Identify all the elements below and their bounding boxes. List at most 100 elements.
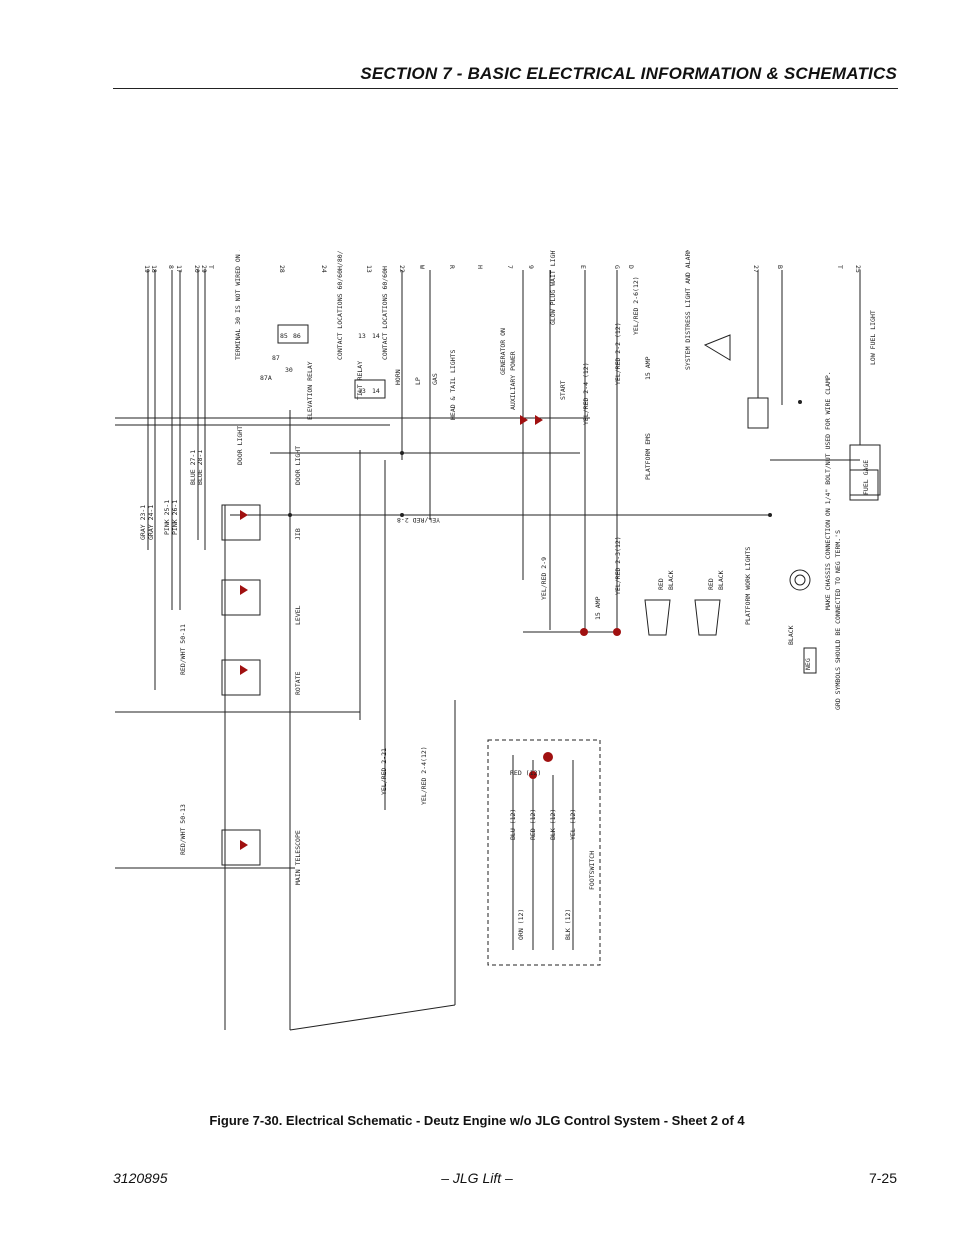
note-text: TERMINAL 30 IS NOT WIRED ON ARTICULATED … xyxy=(234,250,242,360)
footswitch-wire-label: ORN (12) xyxy=(517,909,525,940)
section-title: SECTION 7 - BASIC ELECTRICAL INFORMATION… xyxy=(360,64,897,83)
wire-label: YEL/RED 2-6(12) xyxy=(632,276,640,335)
function-label: 15 AMP xyxy=(644,356,652,380)
connector-label: 28 xyxy=(278,265,286,273)
footswitch-wire-label: RED (12) xyxy=(529,809,537,840)
wire-label: YEL/RED 2-9 xyxy=(540,557,548,600)
function-label: LP xyxy=(414,377,422,385)
wire-label: GRAY 24-1 xyxy=(147,505,155,540)
function-label: FOOTSWITCH xyxy=(588,851,596,890)
footswitch-wire-labels: BLU (12) RED (12) BLK (12) YEL (12) ORN … xyxy=(509,769,577,940)
function-labels: JIB LEVEL ROTATE MAIN TELESCOPE FOOTSWIT… xyxy=(236,250,877,890)
connector-label: 20 xyxy=(193,265,201,273)
footswitch-wire-label: YEL (12) xyxy=(569,809,577,840)
note-text: GRD SYMBOLS SHOULD BE CONNECTED TO NEG T… xyxy=(834,530,842,710)
note-text: RED xyxy=(707,578,715,590)
terminal-label: 13 xyxy=(358,332,366,340)
connector-label: 19 xyxy=(143,265,151,273)
note-text: CONTACT LOCATIONS 60/60H xyxy=(381,266,389,360)
header-divider xyxy=(113,88,898,89)
wire-label: YEL/RED 2-4 (12) xyxy=(582,362,590,425)
function-label: FUEL GAGE xyxy=(862,460,870,495)
note-text: MAKE CHASSIS CONNECTION ON 1/4" BOLT/NUT… xyxy=(824,371,832,610)
wire-label: PINK 26-1 xyxy=(171,500,179,535)
note-text: NEG xyxy=(804,658,812,670)
wire-label: BLUE 28-1 xyxy=(196,450,204,485)
function-label: LEVEL xyxy=(294,605,302,625)
function-label: SYSTEM DISTRESS LIGHT AND ALARM xyxy=(684,250,692,370)
connector-label: H xyxy=(476,265,484,269)
note-text: BLACK xyxy=(787,625,795,645)
terminal-label: 30 xyxy=(285,366,293,374)
wire-label: GRAY 23-1 xyxy=(139,505,147,540)
connector-label: T xyxy=(836,265,844,269)
function-label: ROTATE xyxy=(294,671,302,695)
note-text: CONTACT LOCATIONS 60/60H/80/80H xyxy=(336,250,344,360)
wire-label: YEL/RED 2-3(12) xyxy=(614,536,622,595)
note-text: BLACK xyxy=(717,570,725,590)
wire-label: YEL/RED 2-21 xyxy=(380,748,388,795)
connector-label: 17 xyxy=(175,265,183,273)
footer-brand: – JLG Lift – xyxy=(441,1170,513,1186)
function-label: HORN xyxy=(394,369,402,385)
connector-label: B xyxy=(776,265,784,269)
wire-label: YEL/RED 2-4(12) xyxy=(420,746,428,805)
function-label: GENERATOR ON xyxy=(499,328,507,375)
connector-label: 8 xyxy=(167,265,175,269)
connector-label: R xyxy=(448,265,456,269)
function-label: LOW FUEL LIGHT xyxy=(869,310,877,365)
terminal-label: 14 xyxy=(372,332,380,340)
electrical-schematic: 19 18 8 17 20 29 T 28 24 13 22 W R H 7 9… xyxy=(115,250,881,1031)
terminal-label: 85 xyxy=(280,332,288,340)
connector-label: 29 xyxy=(200,265,208,273)
footswitch-wire-label: BLU (12) xyxy=(509,809,517,840)
function-label: JIB xyxy=(294,528,302,540)
wire-label: BLUE 27-1 xyxy=(189,450,197,485)
figure-caption: Figure 7-30. Electrical Schematic - Deut… xyxy=(209,1113,745,1128)
doc-number: 3120895 xyxy=(113,1170,168,1186)
terminal-label: 87 xyxy=(272,354,280,362)
connector-label: T xyxy=(207,265,215,269)
connector-label: 22 xyxy=(398,265,406,273)
connector-label: 7 xyxy=(506,265,514,269)
note-text: RED xyxy=(657,578,665,590)
footswitch-wire-label: BLK (12) xyxy=(564,909,572,940)
function-label: GLOW PLUG WAIT LIGHT xyxy=(549,250,557,325)
connector-label: W xyxy=(418,265,426,269)
footswitch-wire-label: RED (12) xyxy=(510,769,541,777)
terminal-label: 87A xyxy=(260,374,272,382)
connector-label: 13 xyxy=(365,265,373,273)
wire-label: YEL/RED 2-2 (12) xyxy=(614,322,622,385)
terminal-label: 13 xyxy=(358,387,366,395)
function-label: MAIN TELESCOPE xyxy=(294,830,302,885)
connector-label: 18 xyxy=(150,265,158,273)
wire-label: YEL/RED 2-8 xyxy=(397,516,440,524)
schematic-notes: TERMINAL 30 IS NOT WIRED ON ARTICULATED … xyxy=(234,250,842,710)
connector-label: 27 xyxy=(752,265,760,273)
function-label: ELEVATION RELAY xyxy=(306,361,314,420)
terminal-label: 86 xyxy=(293,332,301,340)
function-label: 15 AMP xyxy=(594,596,602,620)
function-label: HEAD & TAIL LIGHTS xyxy=(449,349,457,420)
connector-labels: 19 18 8 17 20 29 T 28 24 13 22 W R H 7 9… xyxy=(143,265,862,273)
terminal-label: 14 xyxy=(372,387,380,395)
connector-label: G xyxy=(613,265,621,269)
function-label: START xyxy=(559,380,567,400)
wire-label: RED/WHT 50-11 xyxy=(179,624,187,675)
connector-label: D xyxy=(627,265,635,269)
wire-label: RED/WHT 50-13 xyxy=(179,804,187,855)
function-label: PLATFORM WORK LIGHTS xyxy=(744,547,752,625)
function-label: TILT RELAY xyxy=(356,361,364,400)
wire-labels: GRAY 23-1 GRAY 24-1 PINK 25-1 PINK 26-1 … xyxy=(139,276,640,855)
wire-label: PINK 25-1 xyxy=(163,500,171,535)
connector-label: 25 xyxy=(854,265,862,273)
relay-terminal-labels: 85 86 87 87A 30 13 14 13 14 xyxy=(260,332,380,395)
footswitch-wire-label: BLK (12) xyxy=(549,809,557,840)
function-label: PLATFORM EMS xyxy=(644,433,652,480)
page-number: 7-25 xyxy=(868,1170,897,1186)
function-label: DOOR LIGHT xyxy=(236,426,244,465)
function-label: GAS xyxy=(431,373,439,385)
function-label: AUXILIARY POWER xyxy=(509,351,517,410)
function-label: DOOR LIGHT xyxy=(294,446,302,485)
note-text: BLACK xyxy=(667,570,675,590)
